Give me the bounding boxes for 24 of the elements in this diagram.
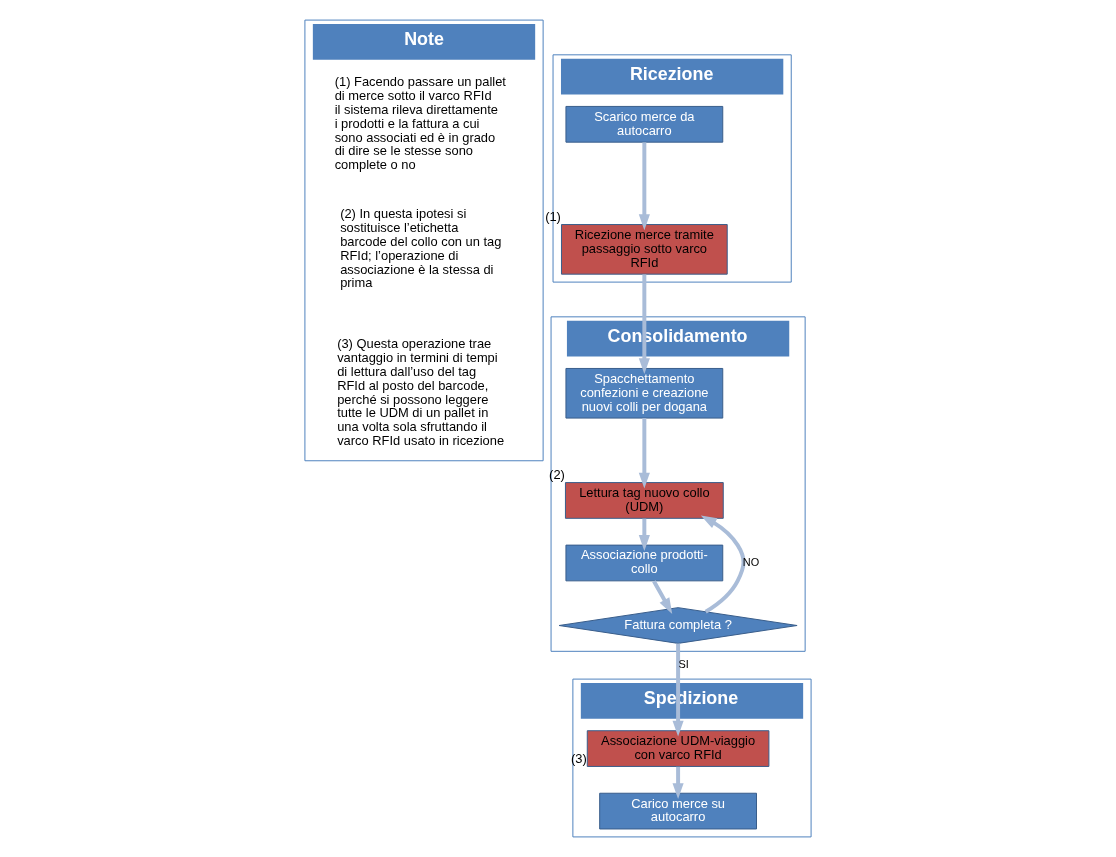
node-label: (1) <box>545 208 561 224</box>
node-box: Spacchettamento confezioni e creazione nuovi colli per dogana <box>565 367 724 419</box>
node-box: Associazione prodotti-collo <box>565 544 724 582</box>
label: (3) Questa operazione trae vantaggio in termini di tempi di lettura dall’uso del tag RFId al posto del barcode, perché si possono leggere tutte le UDM di un pallet in una volta sola sfruttando il varco RFId usato in ricezione <box>337 336 505 449</box>
node-box: Ricezione merce tramite passaggio sotto varco RFId <box>560 224 728 275</box>
node-box: Lettura tag nuovo collo (UDM) <box>564 482 724 519</box>
arrow <box>652 580 673 614</box>
arrow <box>638 518 650 551</box>
arrow <box>700 515 746 614</box>
arrow <box>638 274 650 375</box>
label: (1) Facendo passare un pallet di merce sotto il varco RFId il sistema rileva direttamente i prodotti e la fattura a cui sono associati ed è in grado di dire se le stesse sono complete o no <box>334 73 506 173</box>
node-box: Carico merce su autocarro <box>599 792 757 830</box>
edge-label: NO <box>742 555 760 568</box>
node-label: (3) <box>570 750 587 766</box>
node-diamond: Fattura completa ? <box>558 607 798 644</box>
node-box: Scarico merce da autocarro <box>565 105 724 143</box>
label: (2) In questa ipotesi si sostituisce l’etichetta barcode del collo con un tag RFId; l’operazione di associazione è la stessa di prima <box>340 205 502 291</box>
arrow <box>638 418 650 489</box>
edge-label: SI <box>678 657 689 670</box>
arrow <box>638 142 650 231</box>
node-box: Associazione UDM-viaggio con varco RFId <box>586 730 770 767</box>
arrow <box>672 643 684 737</box>
node-label: (2) <box>549 467 565 483</box>
arrow <box>672 766 684 800</box>
